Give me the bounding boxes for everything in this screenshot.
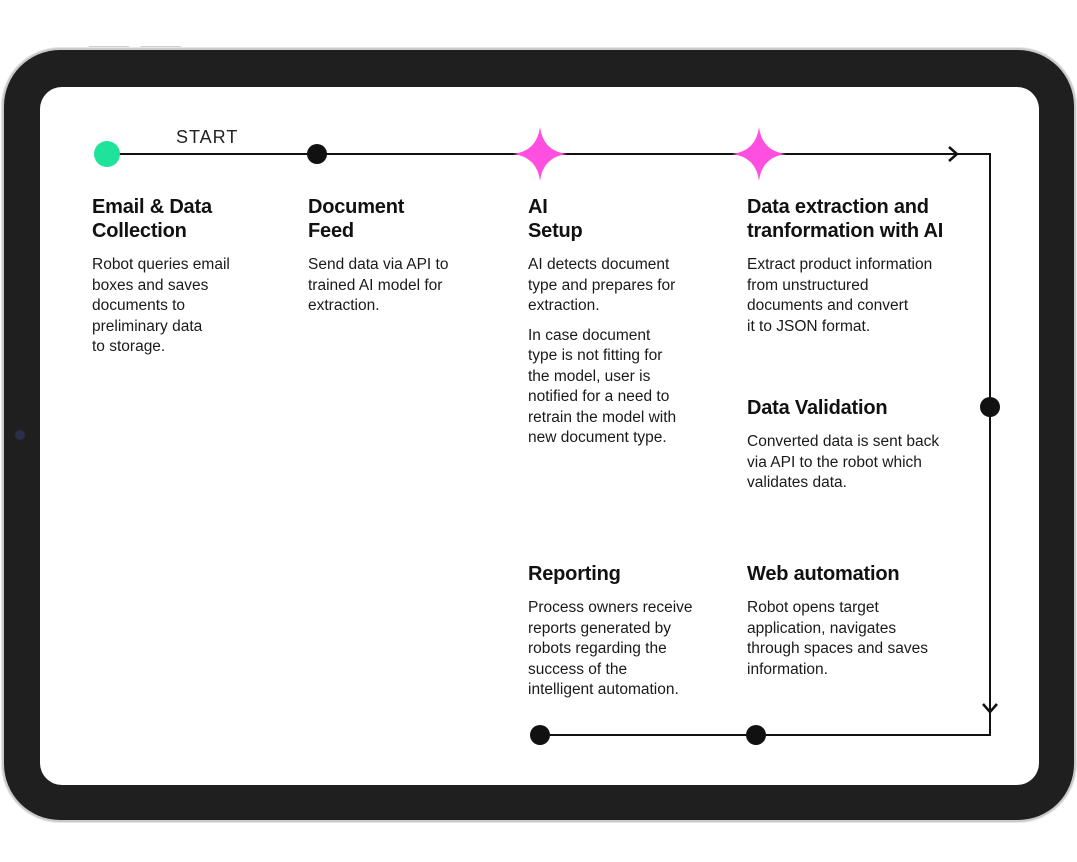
arrow-down-icon — [982, 703, 998, 714]
step-document-feed: Document Feed Send data via API to train… — [308, 195, 498, 326]
top-button-1 — [88, 46, 130, 50]
top-button-2 — [140, 46, 182, 50]
step-title: Reporting — [528, 563, 621, 585]
start-node — [94, 141, 120, 167]
step-description: AI detects document type and prepares fo… — [528, 256, 676, 314]
step-title: Data extraction and tranformation with A… — [747, 196, 944, 242]
step-title: AI Setup — [528, 196, 583, 242]
ai-star-icon — [513, 127, 567, 181]
step-data-validation: Data Validation Converted data is sent b… — [747, 396, 972, 503]
step-description: Process owners receive reports generated… — [528, 599, 693, 698]
front-camera — [15, 430, 25, 440]
step-description: Converted data is sent back via API to t… — [747, 433, 940, 491]
step-data-extraction: Data extraction and tranformation with A… — [747, 195, 977, 346]
arrow-right-icon — [948, 146, 959, 162]
step-title: Data Validation — [747, 397, 888, 419]
step-title: Email & Data Collection — [92, 196, 212, 242]
node-document-feed — [307, 144, 327, 164]
step-web-automation: Web automation Robot opens target applic… — [747, 562, 962, 689]
start-label: START — [176, 127, 239, 147]
flow-connector — [94, 127, 1000, 745]
step-ai-setup: AI Setup AI detects document type and pr… — [528, 195, 718, 458]
step-email-data-collection: Email & Data Collection Robot queries em… — [92, 195, 282, 367]
step-description: Extract product information from unstruc… — [747, 256, 933, 335]
step-reporting: Reporting Process owners receive reports… — [528, 562, 728, 710]
step-title: Web automation — [747, 563, 900, 585]
node-web-automation — [746, 725, 766, 745]
node-reporting — [530, 725, 550, 745]
diagram-screen: START Email & Data Collection Robot quer… — [40, 87, 1039, 785]
step-description: Robot queries email boxes and saves docu… — [92, 256, 230, 355]
step-title: Document Feed — [308, 196, 405, 242]
step-note: In case document type is not fitting for… — [528, 326, 677, 447]
step-description: Robot opens target application, navigate… — [747, 599, 928, 678]
node-data-validation — [980, 397, 1000, 417]
ai-star-icon — [732, 127, 786, 181]
step-description: Send data via API to trained AI model fo… — [308, 256, 449, 314]
